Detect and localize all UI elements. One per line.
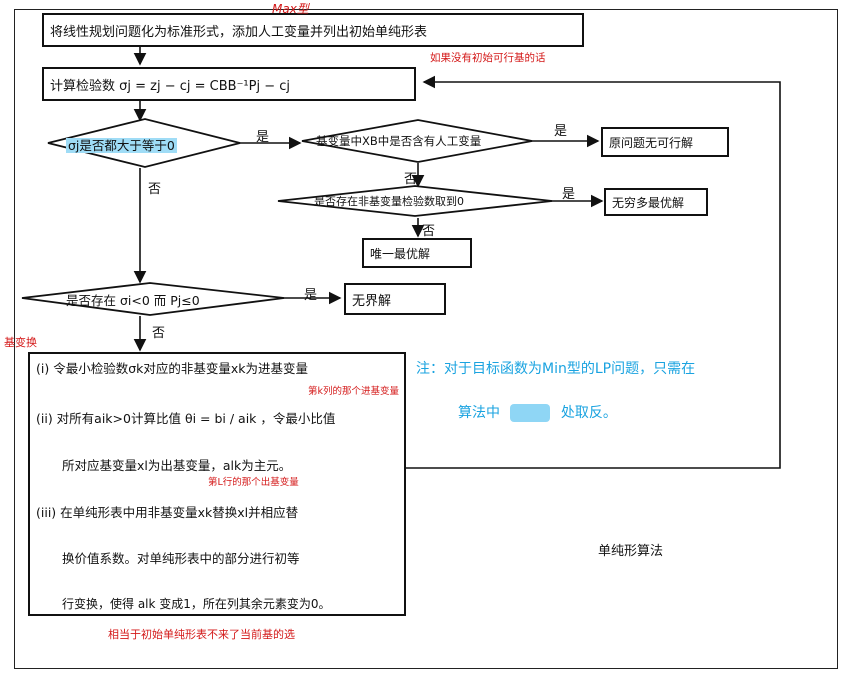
step3-text-b: 换价值系数。对单纯形表中的部分进行初等 — [62, 551, 300, 566]
redacted-highlight — [510, 404, 551, 422]
box-check-numbers: 计算检验数 σj = zj − cj = CBB⁻¹Pj − cj — [42, 67, 416, 101]
box-check-numbers-text: 计算检验数 σj = zj − cj = CBB⁻¹Pj − cj — [50, 78, 291, 94]
blue-note-line2: 算法中 处取反。 — [458, 404, 617, 422]
blue-note-line1: 注：对于目标函数为Min型的LP问题，只需在 — [416, 361, 696, 377]
step2-text-b: 所对应基变量xl为出基变量，alk为主元。 — [62, 458, 292, 473]
box-unbounded: 无界解 — [344, 283, 446, 315]
no-label-d3: 否 — [422, 224, 436, 239]
box-standard-form-text: 将线性规划问题化为标准形式，添加人工变量并列出初始单纯形表 — [50, 24, 428, 40]
initial-basis-note: 如果没有初始可行基的话 — [430, 52, 546, 64]
box-standard-form: 将线性规划问题化为标准形式，添加人工变量并列出初始单纯形表 — [42, 13, 584, 47]
decision-unbounded — [21, 282, 285, 316]
box-infeasible: 原问题无可行解 — [601, 127, 729, 157]
step1-note: 第k列的那个进基变量 — [308, 386, 400, 397]
decision-zero-check — [277, 185, 553, 217]
yes-label-d4: 是 — [304, 288, 318, 303]
simplex-algorithm-label: 单纯形算法 — [598, 544, 664, 559]
decision-zero-check-label: 是否存在非基变量检验数取到0 — [314, 195, 464, 208]
box-basis-change — [28, 352, 406, 616]
yes-label-d2: 是 — [554, 124, 568, 139]
step2-note: 第L行的那个出基变量 — [208, 477, 299, 488]
no-label-d2: 否 — [404, 172, 418, 187]
step3-text-c: 行变换，使得 alk 变成1，所在列其余元素变为0。 — [62, 597, 331, 611]
decision-all-nonneg-label: σj是否都大于等于0 — [66, 138, 177, 153]
step3-text-a: (iii) 在单纯形表中用非基变量xk替换xl并相应替 — [36, 505, 299, 520]
yes-label-d1: 是 — [256, 130, 270, 145]
step2-text-a: (ii) 对所有aik>0计算比值 θi = bi / aik ，令最小比值 — [36, 411, 336, 426]
no-label-d4: 否 — [152, 326, 166, 341]
outer-frame — [14, 9, 838, 669]
decision-unbounded-label: 是否存在 σi<0 而 Pj≤0 — [66, 293, 200, 308]
step1-text: (i) 令最小检验数σk对应的非基变量xk为进基变量 — [36, 361, 308, 376]
no-label-d1: 否 — [148, 182, 162, 197]
box-unique-optimal: 唯一最优解 — [362, 238, 472, 268]
decision-artificial-var — [301, 119, 533, 163]
decision-artificial-var-label: 基变量中XB中是否含有人工变量 — [316, 134, 482, 148]
yes-label-d3: 是 — [562, 187, 576, 202]
box-multiple-optimal: 无穷多最优解 — [604, 188, 708, 216]
max-type-note: Max型 — [272, 2, 309, 16]
basis-change-label: 基变换 — [4, 336, 37, 349]
bottom-note: 相当于初始单纯形表不来了当前基的选 — [108, 628, 295, 641]
